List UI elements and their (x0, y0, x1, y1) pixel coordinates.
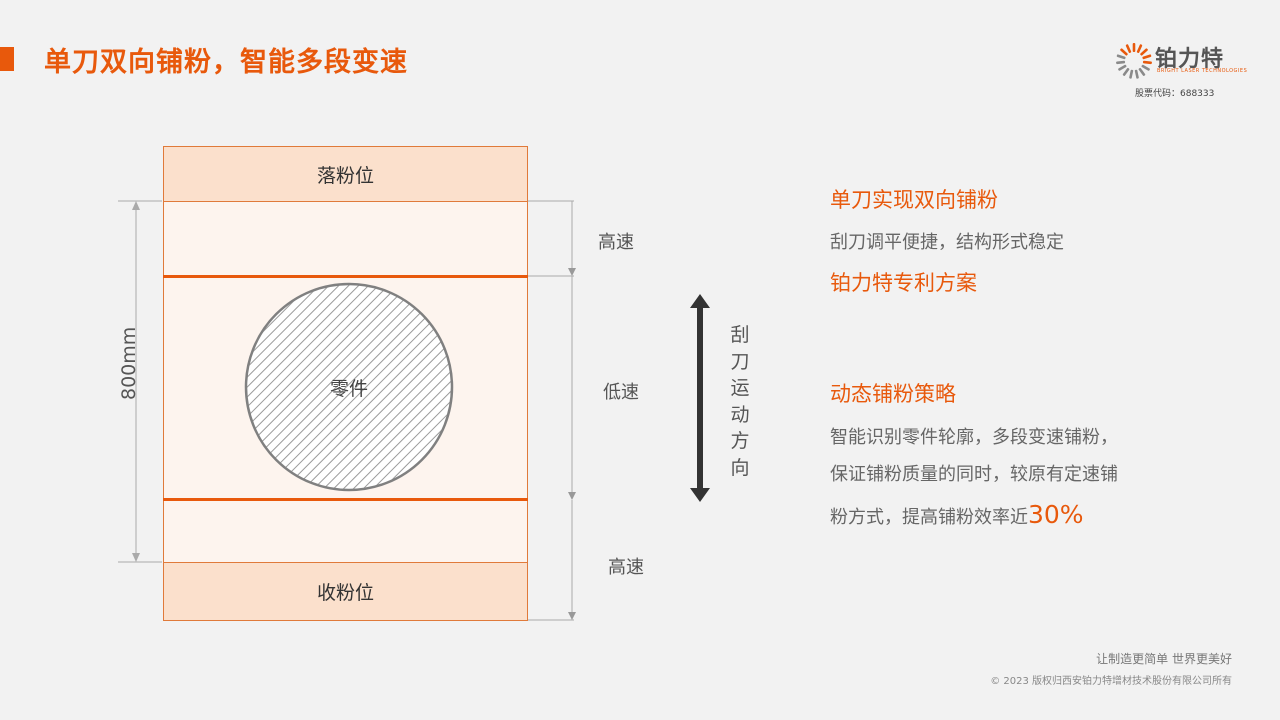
dimension-label: 800mm (118, 326, 140, 400)
text-blade-leveling: 刮刀调平便捷，结构形式稳定 (830, 232, 1064, 253)
direction-char: 刀 (730, 350, 750, 373)
part-label: 零件 (329, 378, 368, 400)
logo-subtitle: BRIGHT LASER TECHNOLOGIES (1157, 68, 1248, 74)
speed-label-top: 高速 (598, 232, 634, 253)
logo-name: 铂力特 (1155, 47, 1225, 72)
text-line-3-body: 粉方式，提高铺粉效率近 (830, 507, 1028, 528)
speed-label-bottom: 高速 (608, 557, 644, 578)
direction-char: 向 (730, 456, 750, 479)
powder-collect-zone: 收粉位 (163, 562, 528, 621)
powder-drop-zone: 落粉位 (163, 146, 528, 202)
high-speed-zone-top (163, 201, 528, 277)
high-speed-zone-bottom (163, 500, 528, 563)
direction-char: 方 (730, 430, 750, 452)
direction-char: 刮 (730, 324, 750, 346)
part-circle (244, 282, 454, 492)
speed-label-middle: 低速 (603, 382, 639, 403)
company-logo: 铂力特 BRIGHT LASER TECHNOLOGIES 股票代码：68833… (1115, 38, 1247, 100)
heading-dynamic-strategy: 动态铺粉策略 (830, 382, 956, 406)
direction-label: 刮 刀 运 动 方 向 (729, 322, 751, 481)
text-line-2: 保证铺粉质量的同时，较原有定速铺 (830, 464, 1118, 485)
dimension-line (118, 200, 162, 563)
powder-drop-label: 落粉位 (316, 164, 374, 187)
text-line-3: 粉方式，提高铺粉效率近30% (830, 500, 1084, 529)
zone-divider-top (163, 275, 528, 278)
page-title: 单刀双向铺粉，智能多段变速 (44, 47, 408, 78)
double-arrow-icon (690, 294, 710, 502)
text-line-1: 智能识别零件轮廓，多段变速铺粉， (830, 427, 1118, 448)
powder-collect-label: 收粉位 (316, 582, 374, 604)
speed-brackets (528, 200, 576, 621)
sunburst-logo-icon (1116, 43, 1152, 79)
direction-char: 动 (730, 403, 750, 426)
direction-char: 运 (730, 377, 750, 399)
title-accent-bar (0, 47, 14, 71)
footer-copyright: © 2023 版权归西安铂力特增材技术股份有限公司所有 (990, 676, 1232, 687)
heading-single-blade: 单刀实现双向铺粉 (830, 188, 998, 212)
efficiency-highlight: 30% (1028, 500, 1084, 529)
stock-code: 股票代码：688333 (1135, 89, 1215, 99)
zone-divider-bottom (163, 498, 528, 501)
heading-patent: 铂力特专利方案 (830, 271, 977, 295)
footer-slogan: 让制造更简单 世界更美好 (1096, 652, 1232, 666)
